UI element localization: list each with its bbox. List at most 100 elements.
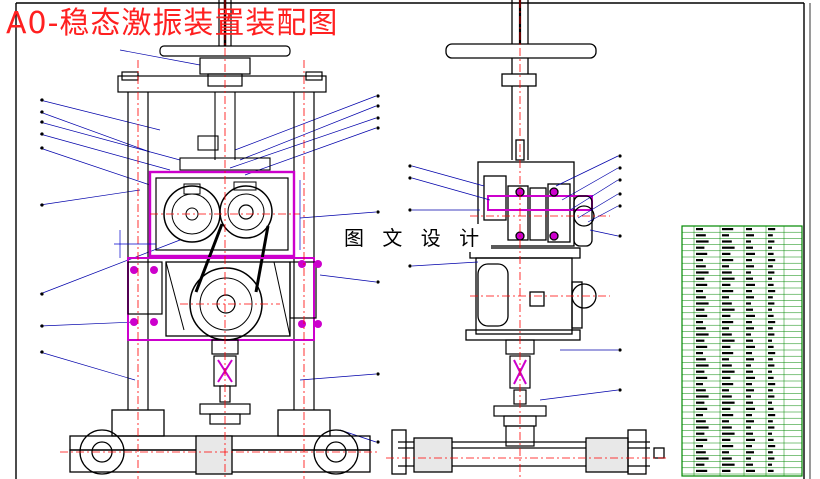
table-cell-text (746, 302, 751, 305)
table-cell-text (768, 296, 773, 299)
table-cell-text (696, 426, 709, 429)
table-cell-text (696, 314, 708, 317)
table-cell-text (746, 383, 752, 386)
front-view (39, 0, 380, 479)
table-cell-text (696, 420, 706, 423)
table-cell-text (746, 376, 755, 379)
table-cell-text (696, 463, 705, 466)
table-cell-text (696, 383, 703, 386)
table-cell-text (696, 321, 703, 324)
table-cell-text (768, 407, 774, 410)
table-cell-text (696, 333, 709, 336)
table-cell-text (696, 401, 705, 404)
table-cell-text (746, 463, 753, 466)
table-cell-text (746, 395, 751, 398)
table-cell-text (746, 352, 752, 355)
table-cell-text (768, 345, 774, 348)
table-cell-text (768, 228, 776, 231)
table-cell-text (746, 451, 754, 454)
table-cell-text (768, 438, 774, 441)
drawing-title: A0-稳态激振装置装配图 (6, 6, 339, 41)
table-cell-text (746, 234, 754, 237)
table-cell-text (696, 259, 703, 262)
side-motor (465, 247, 597, 341)
table-cell-text (696, 395, 709, 398)
table-cell-text (696, 283, 708, 286)
parts-list-table (681, 225, 803, 477)
side-base (391, 429, 665, 475)
table-cell-text (696, 407, 708, 410)
table-cell-text (746, 407, 755, 410)
table-cell-text (722, 395, 732, 398)
side-handwheel (445, 0, 597, 161)
table-cell-text (746, 296, 754, 299)
table-cell-text (746, 420, 754, 423)
table-cell-text (696, 451, 706, 454)
table-cell-text (746, 345, 755, 348)
sheet-border (15, 2, 811, 479)
table-cell-text (722, 407, 731, 410)
table-cell-text (696, 389, 706, 392)
table-cell-text (696, 246, 705, 249)
table-cell-text (696, 296, 706, 299)
table-cell-text (722, 383, 734, 386)
table-cell-text (696, 438, 708, 441)
table-cell-text (768, 395, 775, 398)
table-cell-text (768, 252, 774, 255)
table-cell-text (768, 389, 773, 392)
table-cell-text (696, 234, 706, 237)
table-cell-text (768, 259, 776, 262)
table-cell-text (768, 290, 776, 293)
table-cell-text (722, 432, 735, 435)
table-cell-text (722, 358, 729, 361)
front-leaders-right (229, 95, 377, 443)
table-cell-text (722, 345, 731, 348)
table-cell-text (746, 240, 751, 243)
table-cell-text (722, 234, 729, 237)
table-cell-text (768, 339, 772, 342)
table-cell-text (696, 345, 708, 348)
table-cell-text (746, 426, 751, 429)
table-cell-text (746, 277, 753, 280)
front-leader-dots-left (40, 98, 44, 354)
table-cell-text (746, 445, 752, 448)
table-cell-text (696, 352, 703, 355)
table-cell-text (768, 364, 775, 367)
front-columns (127, 92, 315, 410)
side-leader-dots (408, 154, 622, 392)
table-cell-text (696, 240, 709, 243)
table-cell-text (746, 432, 753, 435)
table-cell-text (768, 370, 772, 373)
table-cell-text (722, 302, 732, 305)
table-cell-text (746, 259, 752, 262)
table-cell-text (696, 358, 706, 361)
table-cell-text (722, 228, 734, 231)
front-leader-dots-right (376, 94, 380, 444)
table-cell-text (746, 246, 753, 249)
table-cell-text (768, 451, 773, 454)
table-cell-text (768, 314, 774, 317)
table-cell-text (768, 383, 776, 386)
front-dimension-lines (114, 180, 301, 258)
table-cell-text (768, 265, 773, 268)
table-cell-text (746, 358, 754, 361)
table-cell-text (746, 401, 753, 404)
table-cell-text (696, 290, 703, 293)
table-cell-text (746, 438, 755, 441)
table-cell-text (722, 246, 735, 249)
table-cell-text (722, 339, 735, 342)
table-cell-text (746, 327, 754, 330)
table-cell-text (746, 271, 751, 274)
table-cell-text (696, 339, 705, 342)
table-cell-text (722, 469, 731, 472)
front-center-lines (60, 0, 380, 479)
table-cell-text (722, 364, 732, 367)
side-exciter (477, 161, 595, 247)
front-top-crossbar (117, 71, 327, 93)
table-cell-text (746, 252, 755, 255)
table-cell-text (768, 376, 774, 379)
parts-list-grid (682, 226, 802, 476)
table-cell-text (722, 252, 731, 255)
table-cell-text (746, 265, 754, 268)
table-cell-text (696, 302, 709, 305)
